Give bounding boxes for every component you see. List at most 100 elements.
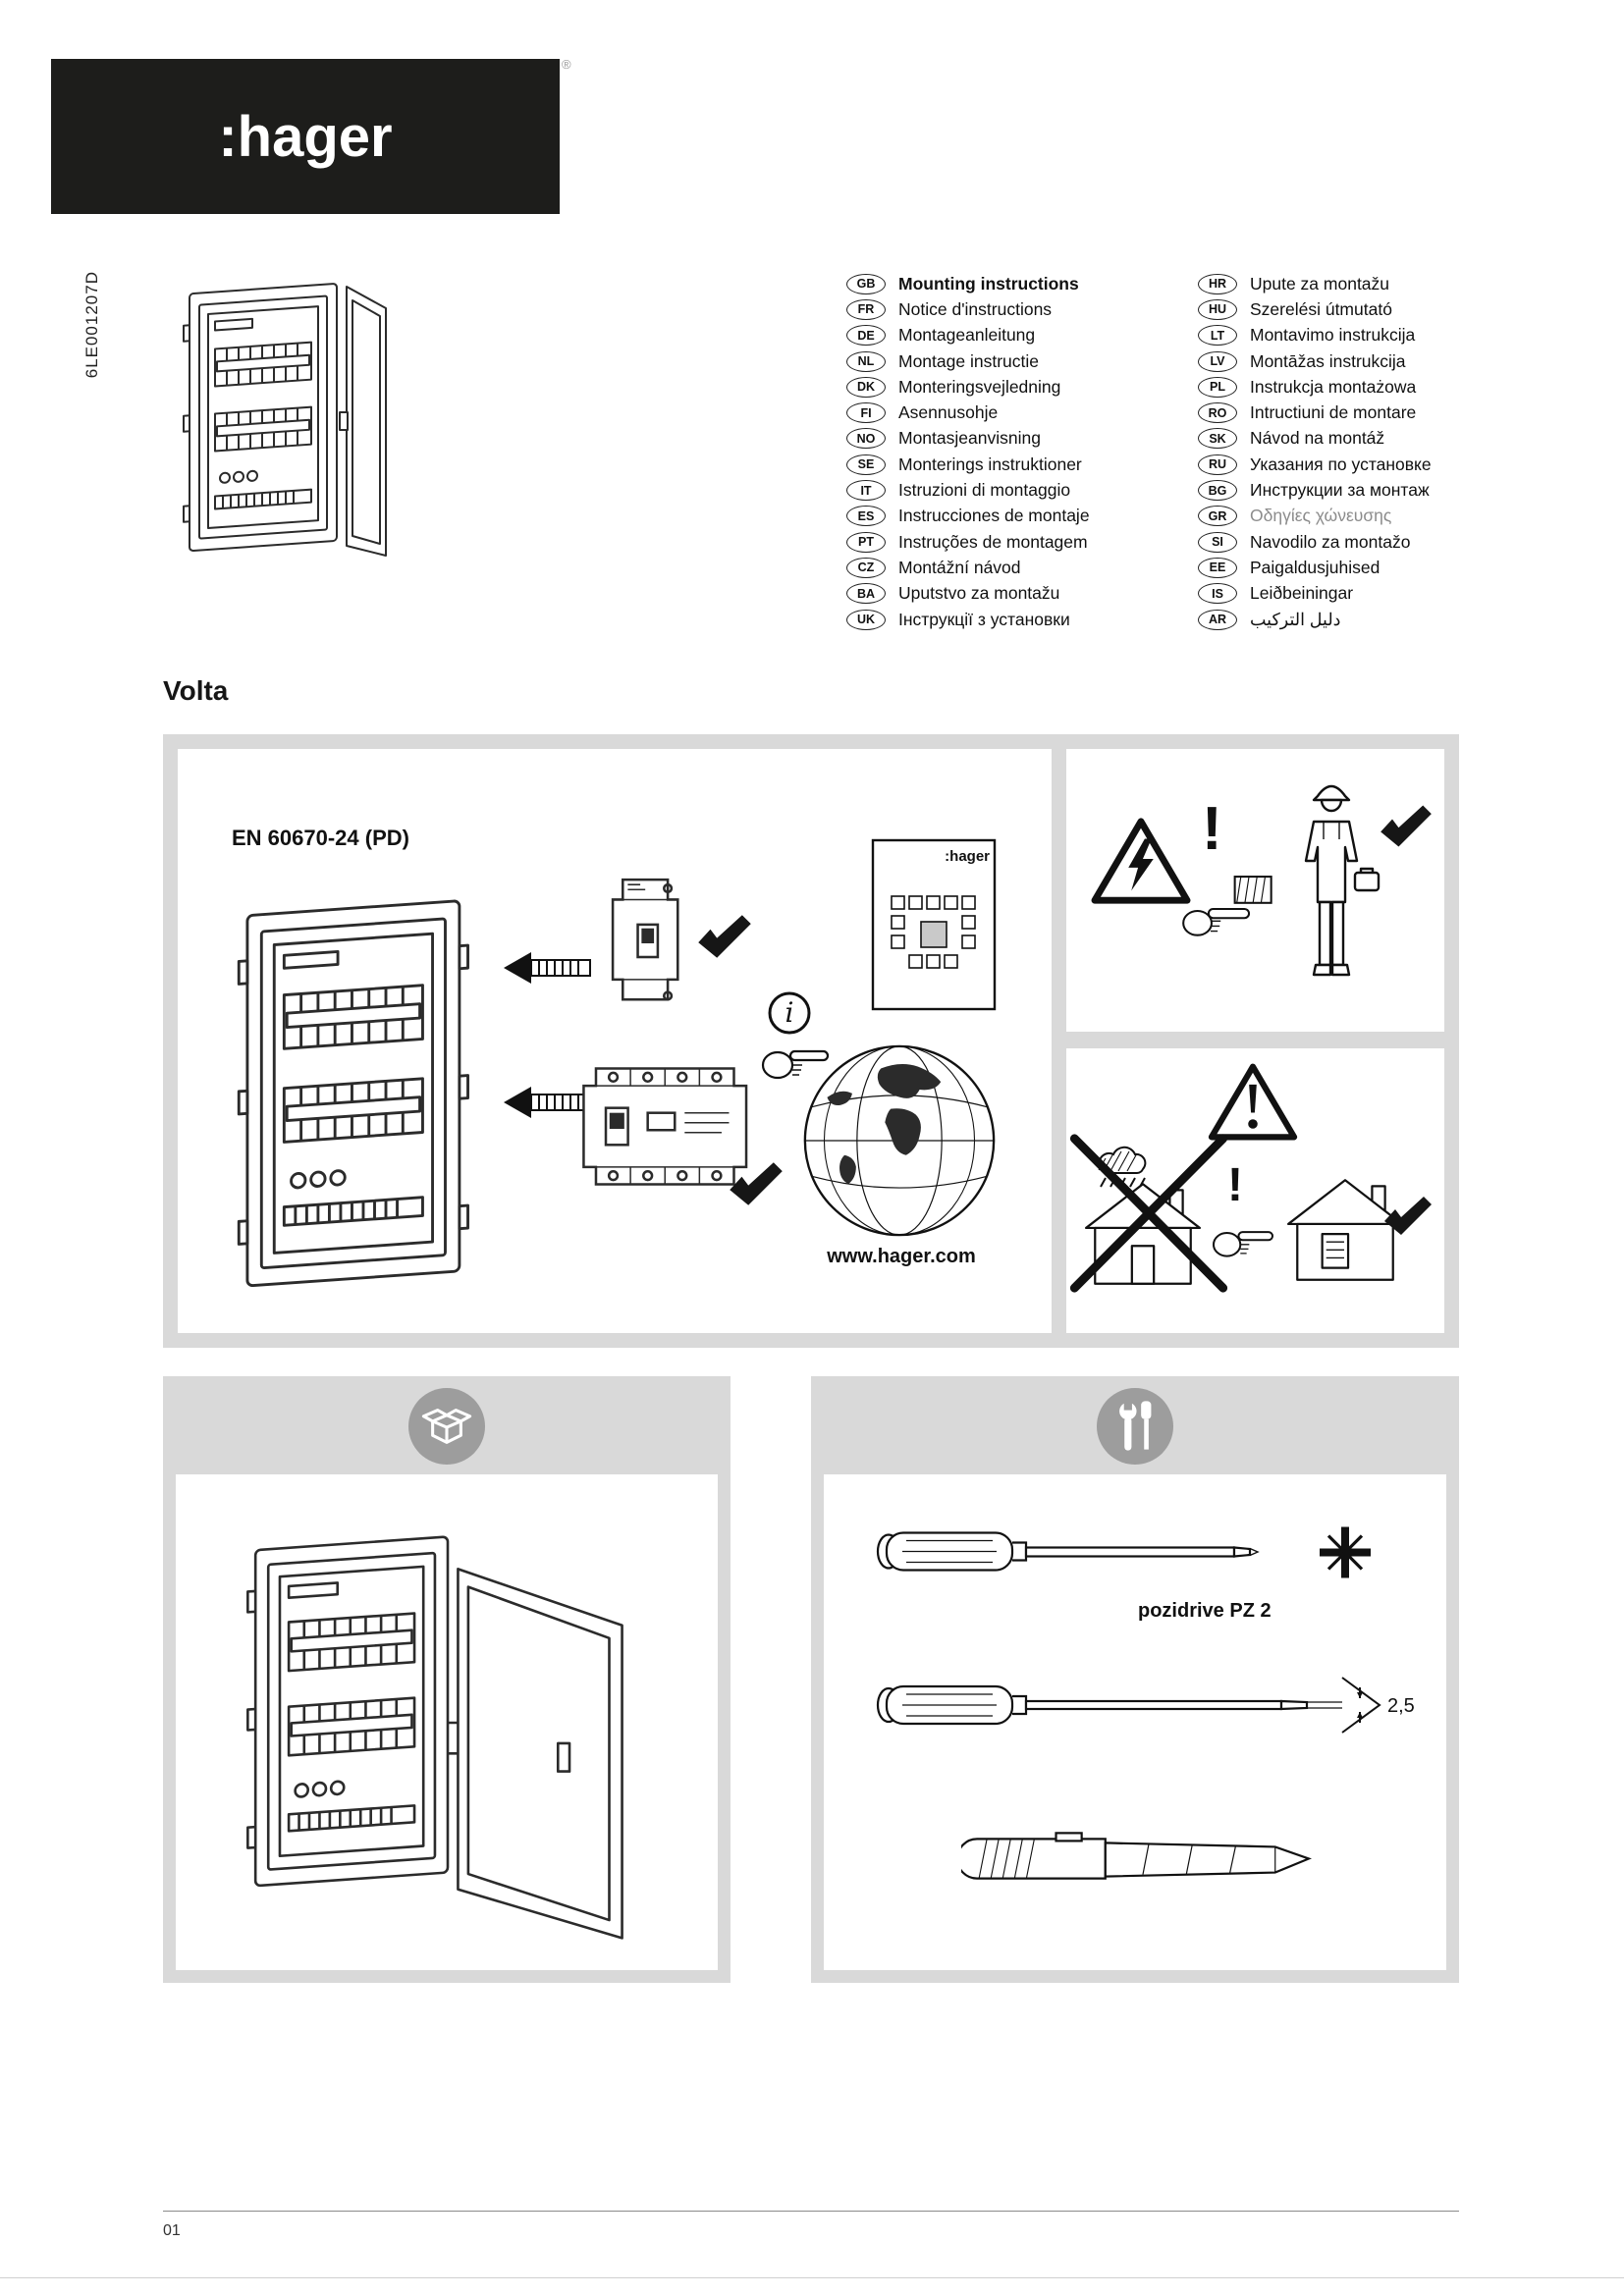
enclosure-frame-icon: [237, 899, 469, 1287]
language-code-badge: FI: [846, 402, 886, 424]
language-code-badge: GB: [846, 273, 886, 294]
language-code-badge: UK: [846, 609, 886, 630]
blade-dimension-annotation: [1307, 1677, 1381, 1734]
flat-screwdriver-drawing: 2,5: [873, 1666, 1428, 1748]
indoor-use-warning-drawing: !: [1066, 1048, 1444, 1333]
language-code-badge: EE: [1198, 557, 1237, 578]
website-url: www.hager.com: [827, 1246, 976, 1267]
rcd-breaker-drawing: [575, 1061, 762, 1197]
language-label: Montāžas instrukcija: [1250, 350, 1406, 371]
language-code-badge: RU: [1198, 454, 1237, 475]
language-code-badge: ES: [846, 506, 886, 527]
language-row: LT Montavimo instrukcija: [1198, 323, 1512, 348]
order-code: 6LE001207D: [82, 271, 101, 379]
language-code-badge: AR: [1198, 609, 1237, 630]
language-code-badge: DE: [846, 325, 886, 347]
tools-icon: [1097, 1388, 1173, 1465]
pozidrive-label: pozidrive PZ 2: [1138, 1600, 1272, 1622]
package-contents-panel: [163, 1376, 731, 1983]
svg-text:i: i: [785, 996, 794, 1029]
language-code-badge: HU: [1198, 298, 1237, 320]
language-code-badge: IT: [846, 480, 886, 502]
electrician-figure: [1286, 769, 1384, 1008]
bottom-edge-line: [0, 2277, 1624, 2278]
language-label: Mounting instructions: [898, 273, 1079, 294]
enclosure-open-door-drawing: [237, 1492, 659, 1953]
language-label: Instrukcja montażowa: [1250, 376, 1417, 397]
language-label: Instruções de montagem: [898, 531, 1088, 552]
language-code-badge: CZ: [846, 557, 886, 578]
checkmark-icon: [1382, 1196, 1434, 1237]
language-label: Intructiuni de montare: [1250, 402, 1417, 423]
standard-label: EN 60670-24 (PD): [232, 826, 409, 850]
language-label: Montageanleitung: [898, 325, 1036, 346]
language-label: Szerelési útmutató: [1250, 298, 1392, 319]
language-code-badge: BA: [846, 583, 886, 605]
language-row: RU Указания по установке: [1198, 452, 1512, 477]
pozidrive-bit-icon: [1320, 1526, 1371, 1578]
enclosure-closed-icon: [183, 283, 387, 557]
language-code-badge: NO: [846, 428, 886, 450]
checkmark-icon: [1379, 804, 1434, 849]
language-row: CZ Montážní návod: [846, 555, 1161, 580]
language-code-badge: SK: [1198, 428, 1237, 450]
language-row: HU Szerelési útmutató: [1198, 296, 1512, 322]
globe-icon: [798, 1040, 1001, 1242]
language-code-badge: BG: [1198, 480, 1237, 502]
language-code-badge: LV: [1198, 350, 1237, 372]
pointing-hand-icon: [1212, 1223, 1274, 1262]
info-icon: i: [767, 990, 812, 1036]
indoor-house-drawing: [1280, 1168, 1410, 1288]
language-label: Montážní návod: [898, 557, 1021, 577]
pointing-hand-icon: [761, 1041, 830, 1085]
required-tools-panel: pozidrive PZ 2: [811, 1376, 1459, 1983]
checkmark-icon: [728, 1161, 785, 1207]
exclamation-mark: !: [1202, 795, 1222, 863]
hager-logo: :hager: [51, 59, 560, 214]
language-row: PL Instrukcja montażowa: [1198, 374, 1512, 400]
language-label: Notice d'instructions: [898, 298, 1053, 319]
electrician-warning-drawing: !: [1066, 749, 1444, 1032]
language-label: Montavimo instrukcija: [1250, 325, 1416, 346]
prohibited-cross-icon: [1066, 1129, 1231, 1298]
language-label: Инструкции за монтаж: [1250, 480, 1430, 501]
page-number: 01: [163, 2222, 181, 2239]
general-warning-icon: [1206, 1060, 1300, 1145]
language-label: Указания по установке: [1250, 454, 1432, 474]
svg-text:2,5: 2,5: [1387, 1695, 1415, 1717]
language-label: Navodilo za montažo: [1250, 531, 1411, 552]
language-row: LV Montāžas instrukcija: [1198, 348, 1512, 374]
language-row: DE Montageanleitung: [846, 323, 1161, 348]
hand-with-manual-icon: [1182, 875, 1278, 945]
language-code-badge: PL: [1198, 376, 1237, 398]
enclosure-thumbnail-drawing: [145, 255, 440, 579]
overview-figure-panel: EN 60670-24 (PD): [163, 734, 1459, 1348]
language-label: Monterings instruktioner: [898, 454, 1082, 474]
language-row: BG Инструкции за монтаж: [1198, 477, 1512, 503]
registered-trademark: ®: [562, 57, 571, 72]
language-code-badge: IS: [1198, 583, 1237, 605]
svg-text::hager: :hager: [945, 848, 990, 865]
pozidrive-screwdriver-drawing: [873, 1514, 1393, 1590]
utility-knife-drawing: [961, 1820, 1326, 1896]
insert-arrow-icon: [502, 1085, 595, 1120]
instruction-leaflet-drawing: :hager: [870, 837, 998, 1012]
language-code-badge: HR: [1198, 273, 1237, 294]
language-code-badge: PT: [846, 531, 886, 553]
circuit-breaker-drawing: [605, 875, 693, 1012]
language-code-badge: SI: [1198, 531, 1237, 553]
language-code-badge: LT: [1198, 325, 1237, 347]
language-row: PT Instruções de montagem: [846, 529, 1161, 555]
